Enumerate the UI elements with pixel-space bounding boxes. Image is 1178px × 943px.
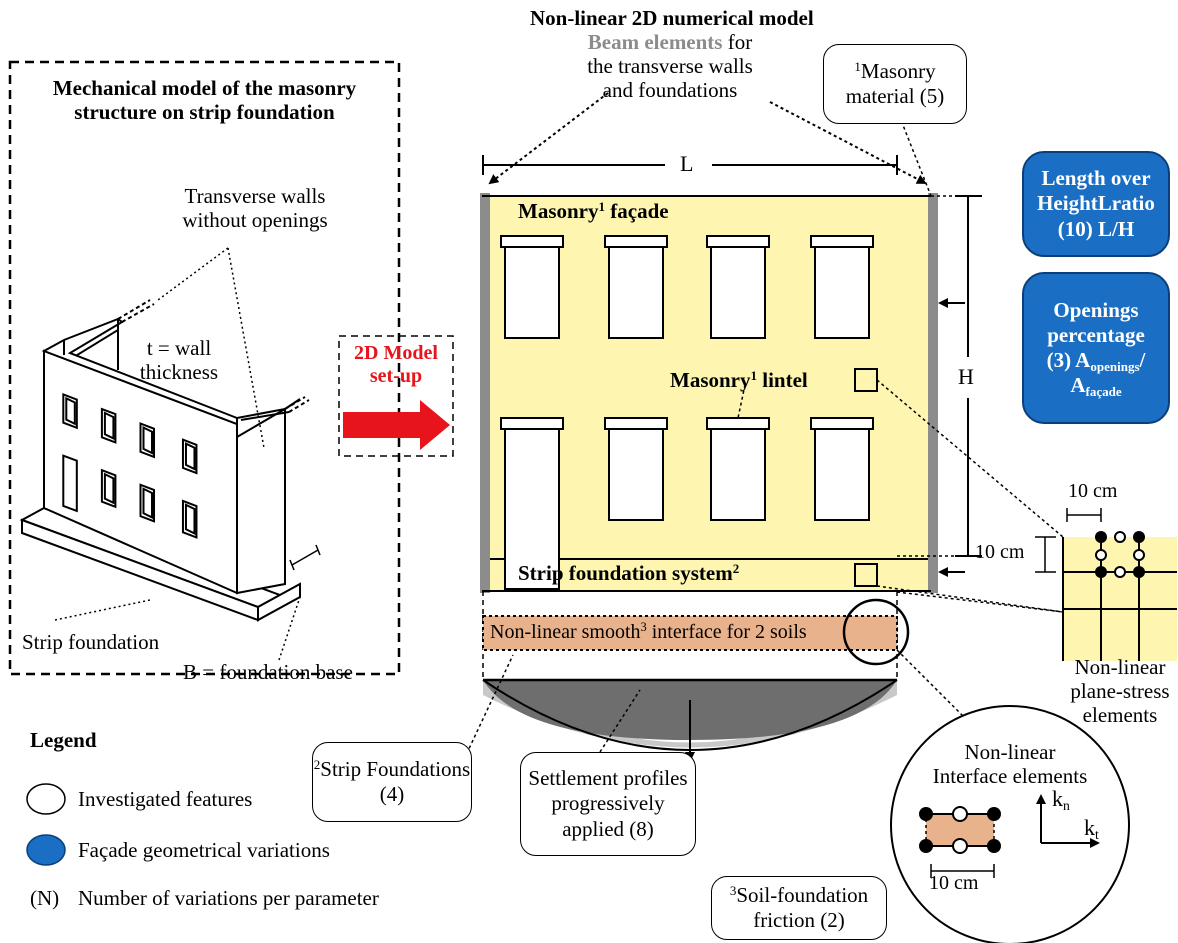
- beam-elements-label: Beam elements for the transverse walls a…: [587, 30, 753, 103]
- building-window-inner: [184, 442, 196, 471]
- window-lintel: [500, 235, 564, 248]
- mesh-dim-side: 10 cm: [975, 541, 1025, 563]
- setup-arrow: [343, 400, 450, 450]
- building-window-inner: [103, 472, 115, 505]
- masonry-material-box: 1Masonry material (5): [823, 44, 967, 124]
- interface-zoom-circle: [842, 598, 910, 666]
- beam-right: [928, 193, 938, 593]
- foundation-base-label: B = foundation base: [183, 660, 353, 684]
- window-lintel: [706, 235, 770, 248]
- interface-dim: 10 cm: [929, 872, 979, 894]
- legend-white-ellipse: [26, 783, 66, 815]
- strip-foundations-box: 2Strip Foundations (4): [312, 742, 472, 822]
- window-lintel: [810, 235, 874, 248]
- window-lintel: [500, 417, 564, 430]
- legend-blue-ellipse: [26, 834, 66, 866]
- window-lintel: [604, 417, 668, 430]
- plane-stress-label: Non-linear plane-stress elements: [1070, 655, 1170, 728]
- transverse-walls-label: Transverse walls without openings: [182, 184, 328, 233]
- legend-item-number: Number of variations per parameter: [78, 886, 379, 910]
- strip-foundation-system-label: Strip foundation system2: [518, 560, 740, 585]
- dim-L: L: [680, 151, 694, 176]
- interface-detail-circle: [890, 705, 1130, 943]
- soil-foundation-friction-box: 3Soil-foundation friction (2): [711, 876, 887, 940]
- mesh-detail: [1035, 508, 1177, 661]
- building-window-inner: [142, 487, 154, 519]
- window-opening: [710, 428, 766, 521]
- setup-arrow-label: 2D Model set-up: [354, 342, 438, 387]
- building-window-inner: [103, 411, 115, 440]
- mechanical-title: Mechanical model of the masonry structur…: [52, 76, 357, 125]
- legend-item-symbol-n: (N): [30, 886, 60, 910]
- door-opening: [504, 428, 560, 590]
- mesh-square-foundation: [854, 563, 878, 587]
- openings-percentage-box: Openings percentage (3) Aopenings/ Afaça…: [1022, 272, 1170, 424]
- window-opening: [608, 246, 664, 339]
- masonry-lintel-label: Masonry1 lintel: [670, 367, 808, 392]
- settlement-profiles-box: Settlement profiles progressively applie…: [520, 752, 696, 856]
- window-lintel: [604, 235, 668, 248]
- building-windows: [62, 392, 198, 539]
- legend-item-geometric: Façade geometrical variations: [78, 838, 330, 862]
- window-lintel: [810, 417, 874, 430]
- interface-strip: [482, 615, 898, 651]
- window-opening: [814, 246, 870, 339]
- mesh-midside-nodes: [1095, 531, 1145, 578]
- interface-label: Non-linear smooth3 interface for 2 soils: [490, 620, 807, 643]
- building-window-inner: [65, 396, 76, 426]
- legend-item-investigated: Investigated features: [78, 787, 253, 811]
- window-opening: [608, 428, 664, 521]
- facade-windows: [500, 235, 874, 590]
- building-window-inner: [184, 503, 196, 536]
- wall-thickness-label: t = wall thickness: [139, 336, 219, 385]
- length-over-height-box: Length over HeightLratio (10) L/H: [1022, 151, 1170, 257]
- beam-left: [480, 193, 490, 593]
- setup-box: [338, 335, 454, 457]
- strip-foundation-label: Strip foundation: [22, 630, 160, 654]
- building-door: [62, 454, 78, 513]
- window-opening: [814, 428, 870, 521]
- mechanical-model-box: [8, 60, 401, 676]
- legend-title: Legend: [30, 728, 97, 752]
- mesh-dim-top: 10 cm: [1068, 480, 1118, 502]
- dim-H: H: [958, 364, 974, 389]
- masonry-facade-label: Masonry1 façade: [518, 198, 669, 223]
- window-opening: [710, 246, 766, 339]
- interface-elements-label: Non-linear Interface elements: [932, 740, 1088, 789]
- mesh-corner-nodes: [1095, 531, 1145, 578]
- kt-label: kt: [1084, 815, 1099, 843]
- building-window-inner: [142, 426, 154, 455]
- window-lintel: [706, 417, 770, 430]
- diagram-title: Non-linear 2D numerical model: [530, 6, 814, 30]
- window-opening: [504, 246, 560, 339]
- kn-label: kn: [1052, 786, 1070, 814]
